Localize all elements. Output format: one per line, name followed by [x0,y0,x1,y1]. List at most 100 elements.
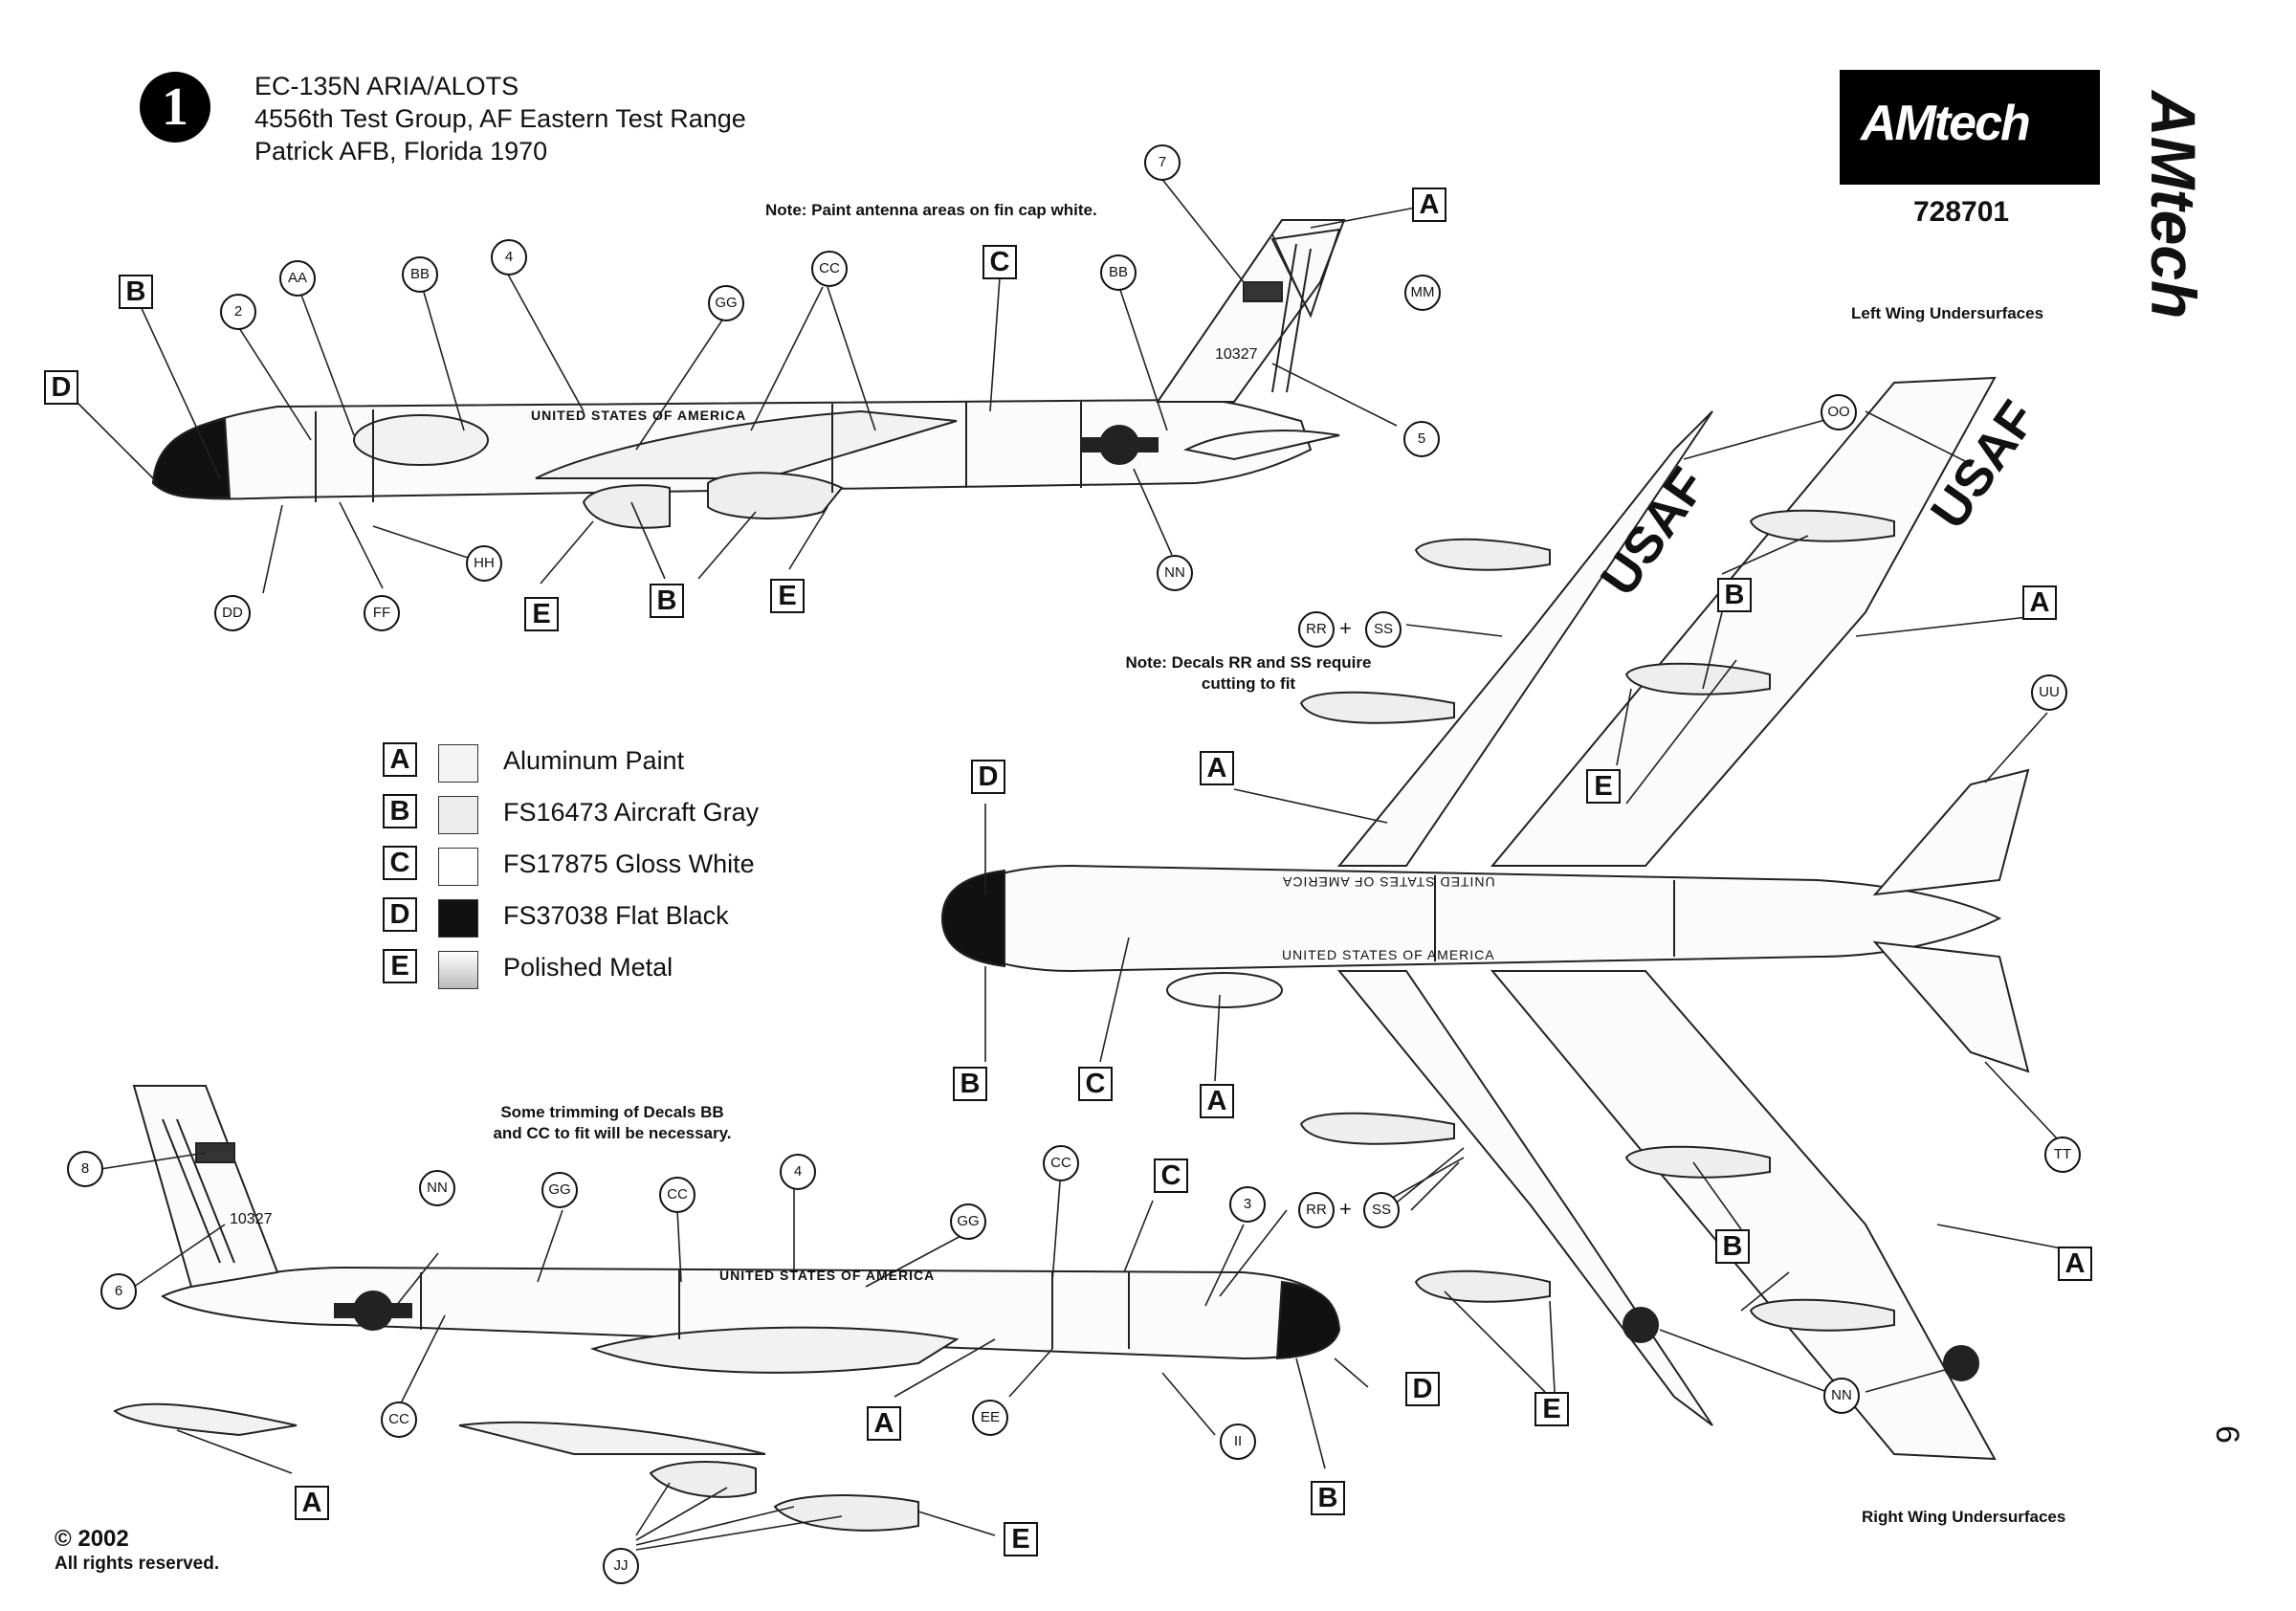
side-view-bottom [113,1085,1341,1532]
callout-ee: EE [972,1400,1008,1436]
callout-gg: GG [708,285,744,321]
serial-top: 10327 [1215,346,1258,363]
callout-rr: RR [1298,611,1335,648]
callout-aa: AA [279,260,316,297]
amtech-logo: AMtech [1840,70,2100,185]
serial-bottom: 10327 [230,1211,273,1227]
copyright: © 2002 [55,1526,129,1552]
usa-marking-bottom: UNITED STATES OF AMERICA [719,1268,936,1283]
callout-box-a: A [1200,751,1234,785]
callout-bb: BB [402,256,438,293]
callout-box-d: D [44,370,78,405]
left-wing-caption: Left Wing Undersurfaces [1851,304,2044,322]
callout-jj: JJ [603,1548,639,1584]
callout-box-b: B [953,1067,987,1101]
location-line: Patrick AFB, Florida 1970 [254,137,548,166]
legend-swatch [438,744,478,783]
legend-key: B [383,794,417,828]
plus-sign: + [1339,1197,1352,1221]
callout-gg: GG [950,1203,986,1240]
callout-box-a: A [2022,585,2057,620]
callout-box-c: C [1078,1067,1113,1101]
callout-box-b: B [119,275,153,309]
rr-ss-note-line2: cutting to fit [1201,674,1296,693]
callout-nn: NN [1157,555,1193,591]
legend-label: Aluminum Paint [503,746,685,775]
callout-box-c: C [1154,1159,1188,1193]
callout-box-a: A [2058,1247,2092,1281]
legend-label: FS37038 Flat Black [503,901,729,930]
legend-key: D [383,897,417,932]
callout-box-e: E [770,579,805,613]
callout-box-e: E [524,597,559,631]
trim-note-line1: Some trimming of Decals BB [500,1103,724,1121]
callout-7: 7 [1144,144,1181,181]
callout-2: 2 [220,294,256,330]
callout-box-c: C [982,245,1017,279]
callout-box-a: A [295,1486,329,1520]
planform-view [940,376,2030,1461]
callout-box-e: E [1534,1392,1569,1426]
legend-key: A [383,742,417,777]
callout-8: 8 [67,1151,103,1187]
usa-marking-planform-b: UNITED STATES OF AMERICA [1282,947,1495,962]
callout-6: 6 [100,1273,137,1310]
unit-line: 4556th Test Group, AF Eastern Test Range [254,104,746,133]
rights-reserved: All rights reserved. [55,1554,220,1574]
callout-uu: UU [2031,674,2067,711]
callout-box-e: E [1004,1522,1038,1556]
legend-swatch [438,848,478,886]
legend-key: C [383,846,417,880]
usa-marking-planform-a: UNITED STATES OF AMERICA [1282,874,1495,890]
callout-box-e: E [1586,769,1621,804]
callout-cc: CC [1043,1145,1079,1181]
amtech-vertical-logo: AMtech [2138,91,2209,320]
aircraft-title: EC-135N ARIA/ALOTS [254,72,519,100]
legend-swatch [438,796,478,834]
legend-swatch [438,899,478,938]
callout-ff: FF [364,595,400,631]
callout-cc: CC [811,251,848,287]
callout-nn: NN [1823,1378,1860,1414]
legend-label: Polished Metal [503,953,673,982]
callout-3: 3 [1229,1186,1266,1223]
callout-dd: DD [214,595,251,631]
side-view-top [151,219,1346,529]
right-wing-caption: Right Wing Undersurfaces [1862,1508,2066,1526]
callout-mm: MM [1404,275,1441,311]
callout-tt: TT [2044,1137,2081,1173]
callout-box-d: D [971,760,1005,794]
callout-box-a: A [1200,1084,1234,1118]
callout-oo: OO [1821,394,1857,430]
legend-swatch [438,951,478,989]
fin-cap-note: Note: Paint antenna areas on fin cap whi… [765,201,1097,219]
callout-rr: RR [1298,1192,1335,1228]
callout-bb: BB [1100,254,1137,291]
plus-sign: + [1339,616,1352,640]
callout-ii: II [1220,1423,1256,1460]
callout-box-a: A [867,1406,901,1441]
callout-box-b: B [1311,1481,1345,1515]
callout-ss: SS [1365,611,1402,648]
callout-nn: NN [419,1170,455,1206]
callout-box-a: A [1412,188,1446,222]
product-code: 728701 [1913,196,2010,228]
legend-label: FS16473 Aircraft Gray [503,798,760,827]
callout-box-b: B [650,584,684,618]
callout-gg: GG [541,1172,578,1208]
callout-4: 4 [491,239,527,276]
callout-cc: CC [659,1177,695,1213]
callout-hh: HH [466,545,502,582]
legend-key: E [383,949,417,983]
callout-ss: SS [1363,1192,1400,1228]
callout-cc: CC [381,1401,417,1438]
sheet-number-badge: 1 [140,72,210,143]
rr-ss-note-line1: Note: Decals RR and SS require [1125,653,1372,672]
callout-4: 4 [780,1154,816,1190]
legend-label: FS17875 Gloss White [503,850,755,878]
callout-box-b: B [1717,578,1752,612]
usa-marking-top: UNITED STATES OF AMERICA [531,408,747,423]
page-number: 6 [2208,1425,2245,1444]
callout-box-d: D [1405,1372,1440,1406]
